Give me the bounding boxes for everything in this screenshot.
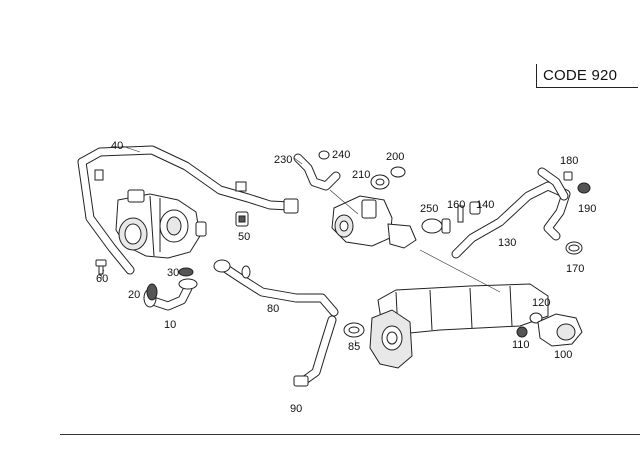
- callout-30: 30: [167, 267, 179, 279]
- callout-170: 170: [566, 263, 584, 275]
- callout-60: 60: [96, 273, 108, 285]
- hose-230: [293, 153, 341, 191]
- callout-230: 230: [274, 154, 292, 166]
- bottom-divider: [60, 434, 640, 435]
- leader-230: [293, 157, 303, 165]
- bolt-180: [563, 171, 573, 181]
- pipe-130: [451, 167, 571, 259]
- leader-85: [354, 339, 357, 347]
- callout-85: 85: [348, 341, 360, 353]
- callout-200: 200: [386, 151, 404, 163]
- callout-140: 140: [476, 199, 494, 211]
- egr-valve-assembly: [331, 195, 417, 249]
- clamp-240: [318, 150, 330, 160]
- clamp-50: [235, 211, 249, 227]
- connector-210: [370, 174, 390, 190]
- callout-90: 90: [290, 403, 302, 415]
- pipe-90: [293, 315, 337, 387]
- leader-40: [121, 145, 141, 153]
- clamp-170: [565, 241, 583, 255]
- egr-cooler: [369, 283, 549, 369]
- callout-10: 10: [164, 319, 176, 331]
- callout-160: 160: [447, 199, 465, 211]
- coolant-pipe-40: [77, 145, 299, 275]
- clamp-120: [529, 312, 543, 324]
- clamp-190: [577, 182, 591, 194]
- callout-100: 100: [554, 349, 572, 361]
- clamp-30: [178, 267, 194, 277]
- fitting-250: [421, 218, 451, 234]
- gasket-85: [343, 322, 365, 338]
- callout-80: 80: [267, 303, 279, 315]
- clamp-200: [390, 166, 406, 178]
- callout-210: 210: [352, 169, 370, 181]
- callout-130: 130: [498, 237, 516, 249]
- bolt-60: [95, 259, 107, 279]
- callout-190: 190: [578, 203, 596, 215]
- leader-egr: [329, 189, 359, 215]
- callout-110: 110: [512, 339, 530, 351]
- code-label: CODE 920: [536, 64, 638, 88]
- callout-40: 40: [111, 140, 123, 152]
- coolant-hose-80: [213, 259, 339, 317]
- callout-240: 240: [332, 149, 350, 161]
- leader-130: [419, 249, 501, 293]
- callout-180: 180: [560, 155, 578, 167]
- callout-20: 20: [128, 289, 140, 301]
- clip-140: [469, 201, 481, 215]
- clamp-110: [516, 326, 528, 338]
- callout-120: 120: [532, 297, 550, 309]
- callout-250: 250: [420, 203, 438, 215]
- connector-100: [537, 313, 583, 347]
- leader-60: [101, 269, 105, 275]
- clamp-20: [146, 283, 158, 301]
- coolant-pump-housing: [115, 189, 207, 259]
- bolt-160: [457, 205, 464, 223]
- callout-50: 50: [238, 231, 250, 243]
